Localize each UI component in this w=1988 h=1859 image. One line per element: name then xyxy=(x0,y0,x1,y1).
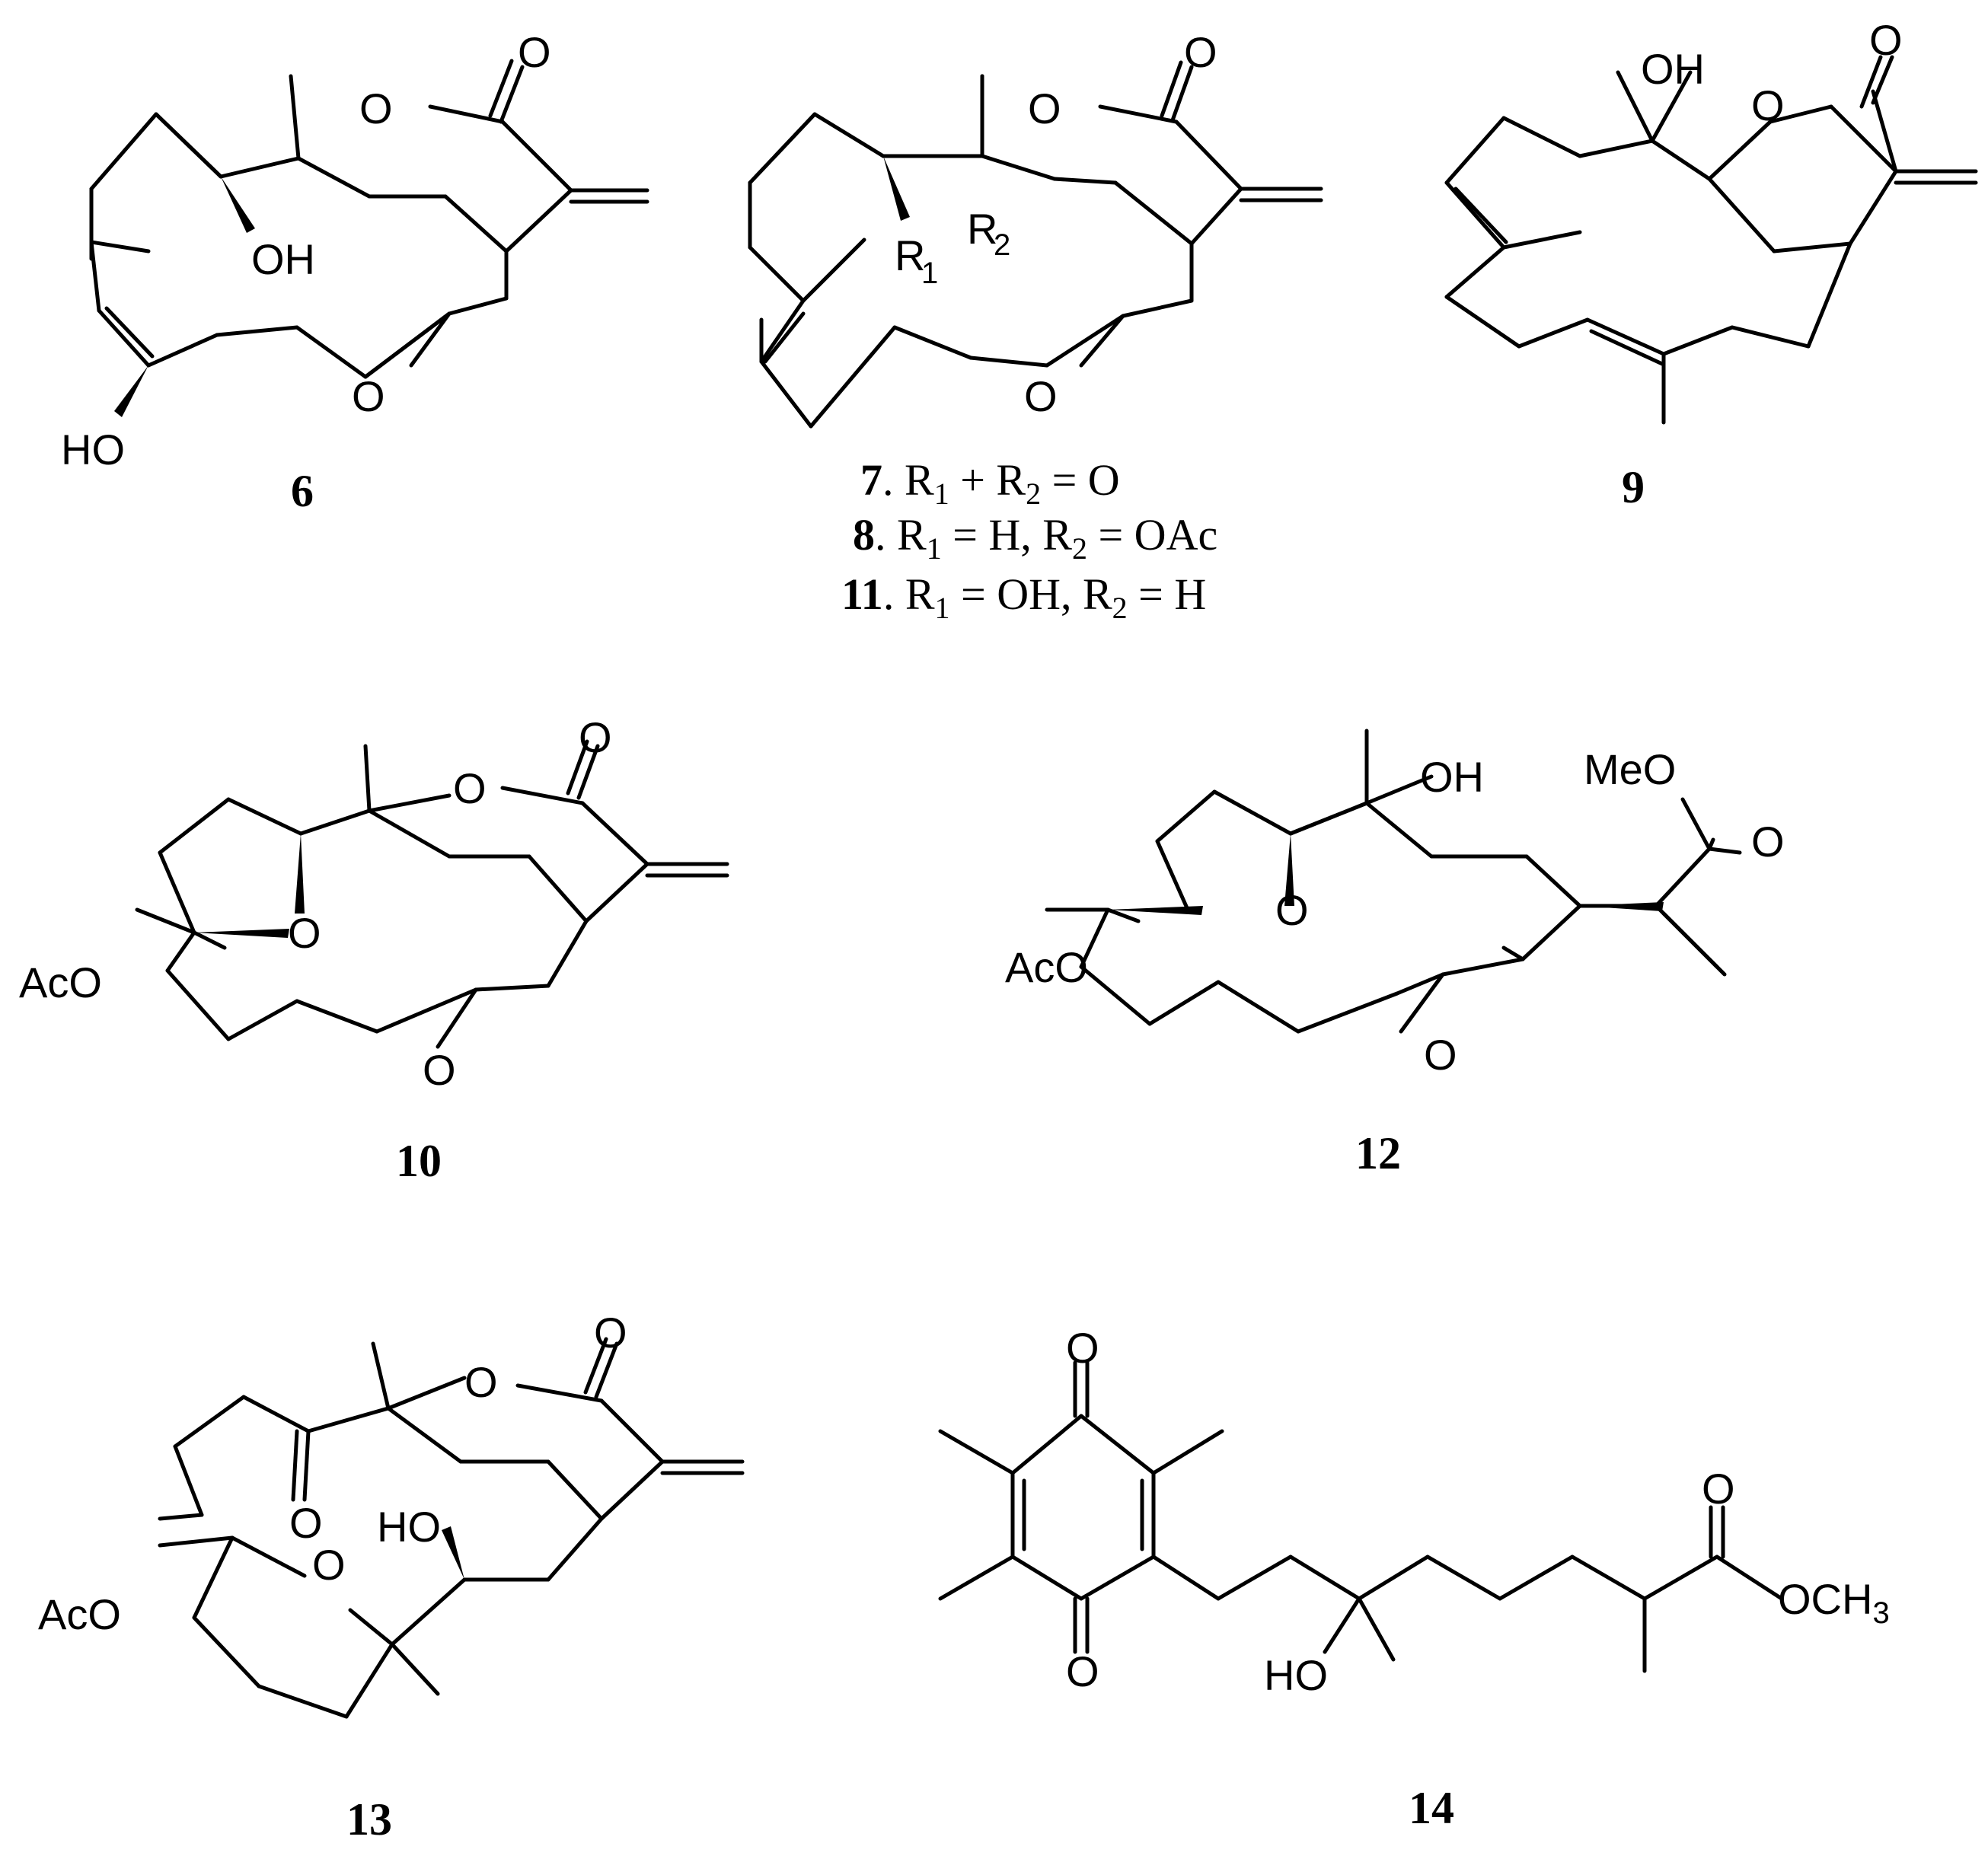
svg-text:AcO: AcO xyxy=(38,1590,121,1638)
structure-13-labels: O O O HO O AcO 13 xyxy=(38,1309,627,1845)
structure-10 xyxy=(135,739,729,1049)
svg-text:O: O xyxy=(1275,886,1309,934)
svg-text:7. R1 + R2 = O: 7. R1 + R2 = O xyxy=(860,455,1120,511)
svg-text:O: O xyxy=(289,1499,323,1547)
compound-9-id: 9 xyxy=(1622,462,1645,512)
svg-text:OH: OH xyxy=(1420,753,1484,801)
svg-text:O: O xyxy=(1751,818,1785,866)
svg-text:11. R1 = OH, R2 = H: 11. R1 = OH, R2 = H xyxy=(841,569,1206,625)
svg-text:O: O xyxy=(1066,1647,1099,1695)
svg-text:O: O xyxy=(1066,1324,1099,1372)
svg-text:R: R xyxy=(895,231,925,279)
structure-14-labels: O O HO O OCH3 14 xyxy=(1066,1324,1890,1833)
svg-text:O: O xyxy=(579,713,612,761)
structure-10-labels: O O O AcO O 10 xyxy=(19,713,612,1186)
svg-text:O: O xyxy=(288,909,321,957)
structure-9 xyxy=(1444,55,1978,425)
svg-text:AcO: AcO xyxy=(19,958,102,1006)
svg-text:O: O xyxy=(1424,1031,1457,1079)
svg-text:OH: OH xyxy=(1641,45,1705,93)
svg-text:O: O xyxy=(1024,372,1058,420)
svg-text:O: O xyxy=(594,1309,627,1357)
legend-7-8-11: 7. R1 + R2 = O 8. R1 = H, R2 = OAc 11. R… xyxy=(841,455,1217,625)
structure-6-labels: O O OH HO O 6 xyxy=(61,28,551,516)
structure-14 xyxy=(938,1360,1784,1673)
svg-text:O: O xyxy=(518,28,551,76)
compound-6-id: 6 xyxy=(291,466,314,516)
structure-13 xyxy=(158,1337,745,1719)
svg-text:O: O xyxy=(1869,16,1903,64)
svg-text:O: O xyxy=(1184,28,1217,76)
structure-7-8-11 xyxy=(748,60,1323,429)
compound-13-id: 13 xyxy=(346,1794,392,1845)
structure-6 xyxy=(89,59,649,417)
structure-9-labels: OH O O 9 xyxy=(1622,16,1903,512)
svg-text:O: O xyxy=(312,1541,346,1589)
compound-10-id: 10 xyxy=(396,1136,442,1186)
structure-7-8-11-labels: O O R 2 R 1 O xyxy=(895,28,1217,420)
svg-text:8. R1 = H, R2 = OAc: 8. R1 = H, R2 = OAc xyxy=(853,510,1217,566)
svg-text:1: 1 xyxy=(921,257,938,290)
svg-text:OH: OH xyxy=(251,235,315,283)
svg-text:HO: HO xyxy=(61,426,125,474)
svg-text:2: 2 xyxy=(994,228,1010,262)
svg-text:O: O xyxy=(453,764,487,812)
svg-text:O: O xyxy=(464,1358,498,1406)
structure-12-labels: OH MeO O O AcO O 12 xyxy=(1005,745,1785,1178)
svg-text:O: O xyxy=(1028,84,1061,132)
svg-text:O: O xyxy=(359,84,393,132)
svg-text:OCH3: OCH3 xyxy=(1778,1575,1890,1630)
compound-12-id: 12 xyxy=(1355,1128,1401,1178)
svg-text:MeO: MeO xyxy=(1584,745,1676,793)
compound-14-id: 14 xyxy=(1409,1783,1454,1833)
svg-text:O: O xyxy=(1751,81,1785,129)
svg-text:O: O xyxy=(352,372,385,420)
svg-text:HO: HO xyxy=(377,1503,441,1551)
svg-text:AcO: AcO xyxy=(1005,943,1088,991)
svg-text:HO: HO xyxy=(1264,1651,1328,1699)
svg-text:O: O xyxy=(423,1046,456,1094)
structure-12 xyxy=(1045,729,1742,1034)
svg-text:R: R xyxy=(967,205,997,253)
svg-text:O: O xyxy=(1702,1465,1735,1513)
